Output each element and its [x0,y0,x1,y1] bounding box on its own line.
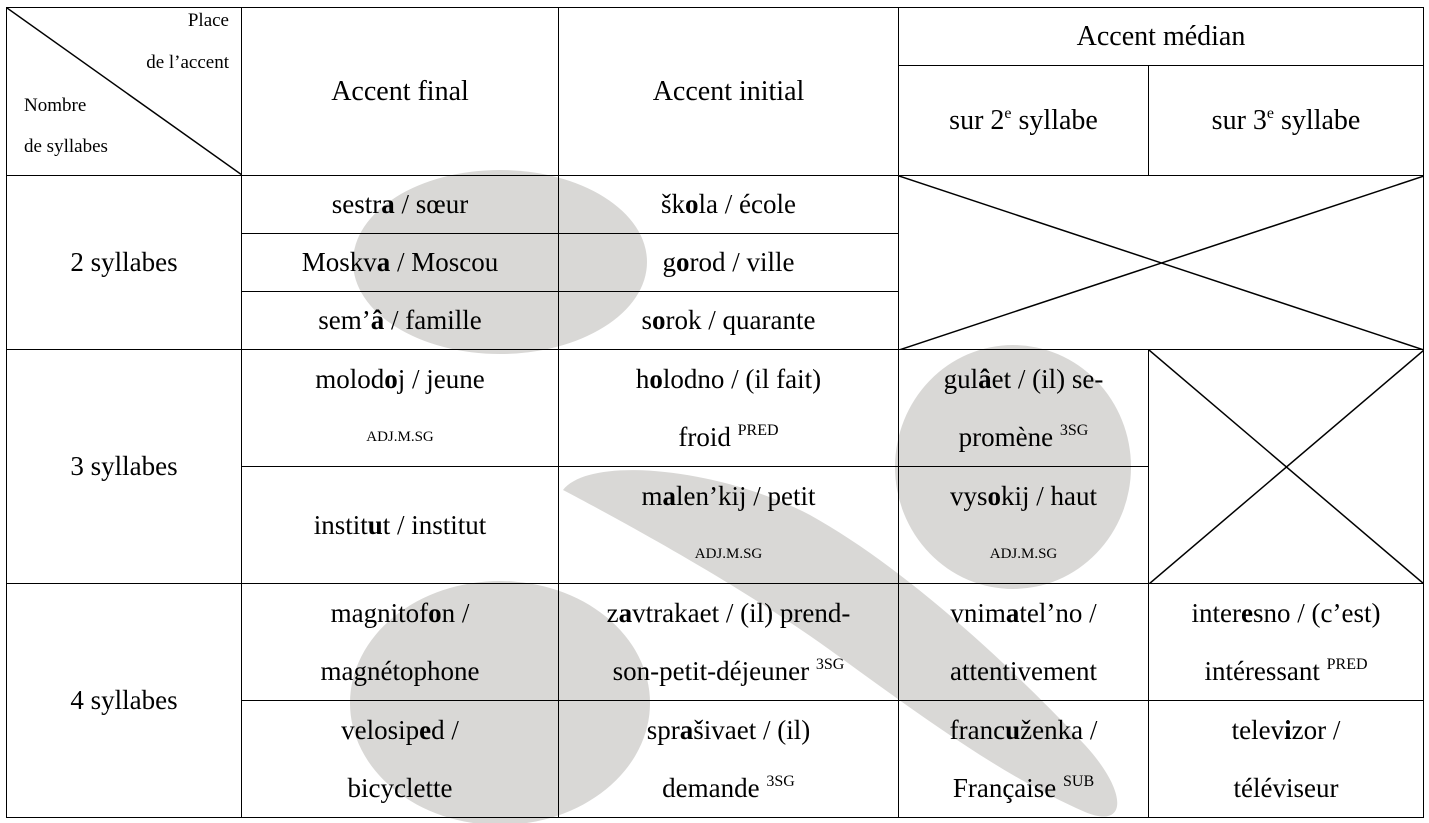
cell-4-initial-1: zavtrakaet / (il) prend- son-petit-déjeu… [558,583,899,701]
cell-3-final-2: institut / institut [241,466,559,584]
cell-3-initial-2: malen’kij / petit ADJ.M.SG [558,466,899,584]
cell-3-second-2: vysokij / haut ADJ.M.SG [898,466,1149,584]
header-final-accent: Accent final [241,7,559,176]
corner-diagonal [7,8,242,175]
cell-3-initial-1: holodno / (il fait) froid PRED [558,349,899,467]
stress-position-table: Place de l’accent Nombre de syllabes Acc… [6,6,1425,818]
cell-2-initial-1: škola / école [558,175,899,234]
empty-cross-small [1149,350,1424,584]
cell-3-third-empty [1147,349,1425,584]
row-label-three-syllables: 3 syllabes [6,349,242,584]
cell-2-initial-3: sorok / quarante [558,291,899,350]
cell-3-final-1: molodoj / jeune ADJ.M.SG [241,349,559,467]
corner-syllables-label: de syllabes [24,136,108,157]
cell-2-initial-2: gorod / ville [558,233,899,292]
header-initial-accent: Accent initial [558,7,899,176]
cell-2-median-empty [897,175,1425,350]
corner-accent-label: de l’accent [146,52,229,73]
header-third-syllable: sur 3e syllabe [1147,65,1425,176]
cell-4-second-1: vnimatel’no / attentivement [898,583,1149,701]
cell-2-final-3: sem’â / famille [241,291,559,350]
corner-header-cell: Place de l’accent Nombre de syllabes [6,7,242,176]
row-label-four-syllables: 4 syllabes [6,583,242,818]
cell-4-initial-2: sprašivaet / (il) demande 3SG [558,700,899,818]
cell-2-final-1: sestra / sœur [241,175,559,234]
cell-2-final-2: Moskva / Moscou [241,233,559,292]
cell-4-third-1: interesno / (c’est) intéressant PRED [1147,583,1425,701]
row-label-two-syllables: 2 syllabes [6,175,242,350]
cell-4-final-1: magnitofon / magnétophone [241,583,559,701]
cell-4-final-2: velosiped / bicyclette [241,700,559,818]
corner-place-label: Place [187,10,229,31]
cell-4-third-2: televizor / téléviseur [1147,700,1425,818]
cell-4-second-2: francuženka / Française SUB [898,700,1149,818]
corner-number-label: Nombre [24,95,87,116]
cell-3-second-1: gulâet / (il) se- promène 3SG [898,349,1149,467]
empty-cross-large [899,176,1424,350]
header-second-syllable: sur 2e syllabe [898,65,1149,176]
header-median-accent: Accent médian [897,6,1425,67]
